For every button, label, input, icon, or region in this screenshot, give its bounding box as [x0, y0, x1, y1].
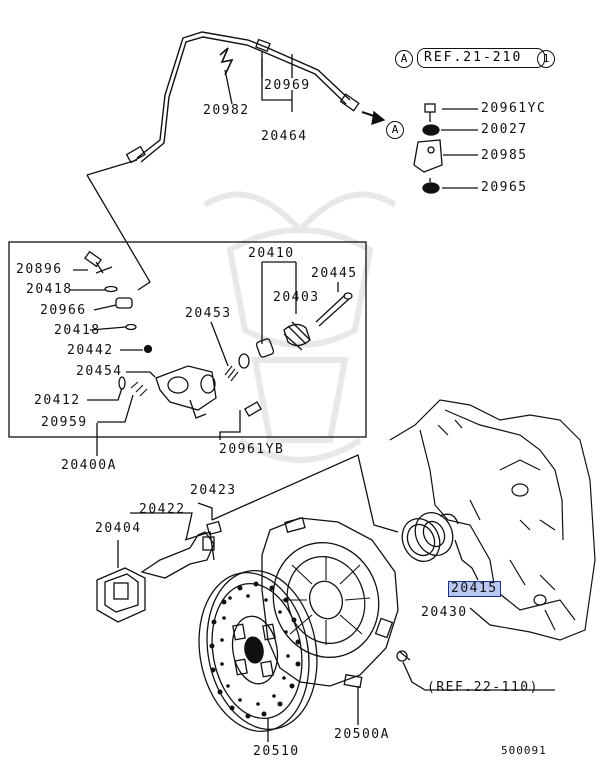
part-20410[interactable]: 20410 — [248, 246, 295, 261]
slave-cylinder-parts — [84, 250, 353, 419]
ref-22-110-link[interactable]: (REF.22-110) — [427, 680, 539, 695]
part-20896[interactable]: 20896 — [16, 262, 63, 277]
part-20404[interactable]: 20404 — [95, 521, 142, 536]
part-20423[interactable]: 20423 — [190, 483, 237, 498]
part-20969[interactable]: 20969 — [264, 78, 311, 93]
part-20510[interactable]: 20510 — [253, 744, 300, 759]
part-20027[interactable]: 20027 — [481, 122, 528, 137]
part-20418-a[interactable]: 20418 — [26, 282, 73, 297]
transmission-housing — [389, 399, 596, 641]
release-bearing — [401, 512, 459, 562]
part-20445[interactable]: 20445 — [311, 266, 358, 281]
part-20415[interactable]: 20415 — [448, 581, 501, 597]
part-20418-b[interactable]: 20418 — [54, 323, 101, 338]
part-20959[interactable]: 20959 — [41, 415, 88, 430]
boot-20404 — [96, 540, 146, 623]
ref-a-circle: A — [395, 50, 413, 68]
part-20422[interactable]: 20422 — [139, 502, 186, 517]
release-fork — [140, 520, 222, 579]
ref-a-text: REF.21-210 — [424, 50, 523, 65]
part-20453[interactable]: 20453 — [185, 306, 232, 321]
clutch-cover — [261, 517, 399, 689]
watermark-logo — [203, 191, 397, 463]
part-20454[interactable]: 20454 — [76, 364, 123, 379]
part-20961yc[interactable]: 20961YC — [481, 101, 547, 116]
part-20403[interactable]: 20403 — [273, 290, 320, 305]
part-20464[interactable]: 20464 — [261, 129, 308, 144]
part-20430[interactable]: 20430 — [421, 605, 468, 620]
part-20400a[interactable]: 20400A — [61, 458, 117, 473]
clutch-pipe — [136, 31, 351, 163]
part-20500a[interactable]: 20500A — [334, 727, 390, 742]
part-20985[interactable]: 20985 — [481, 148, 528, 163]
part-20412[interactable]: 20412 — [34, 393, 81, 408]
part-20966[interactable]: 20966 — [40, 303, 87, 318]
part-20965[interactable]: 20965 — [481, 180, 528, 195]
bracket-group — [413, 103, 478, 194]
arrow-a-circle: A — [386, 121, 404, 139]
part-20442[interactable]: 20442 — [67, 343, 114, 358]
master-cylinder-group-box — [8, 241, 367, 438]
part-20961yb[interactable]: 20961YB — [219, 442, 285, 457]
ref-a-number: 1 — [537, 50, 555, 68]
disc-rivets — [209, 581, 301, 719]
ref-a-link[interactable]: REF.21-210 — [417, 48, 546, 68]
part-20982[interactable]: 20982 — [203, 103, 250, 118]
diagram-code: 500091 — [501, 744, 547, 757]
clutch-disc — [198, 570, 318, 732]
